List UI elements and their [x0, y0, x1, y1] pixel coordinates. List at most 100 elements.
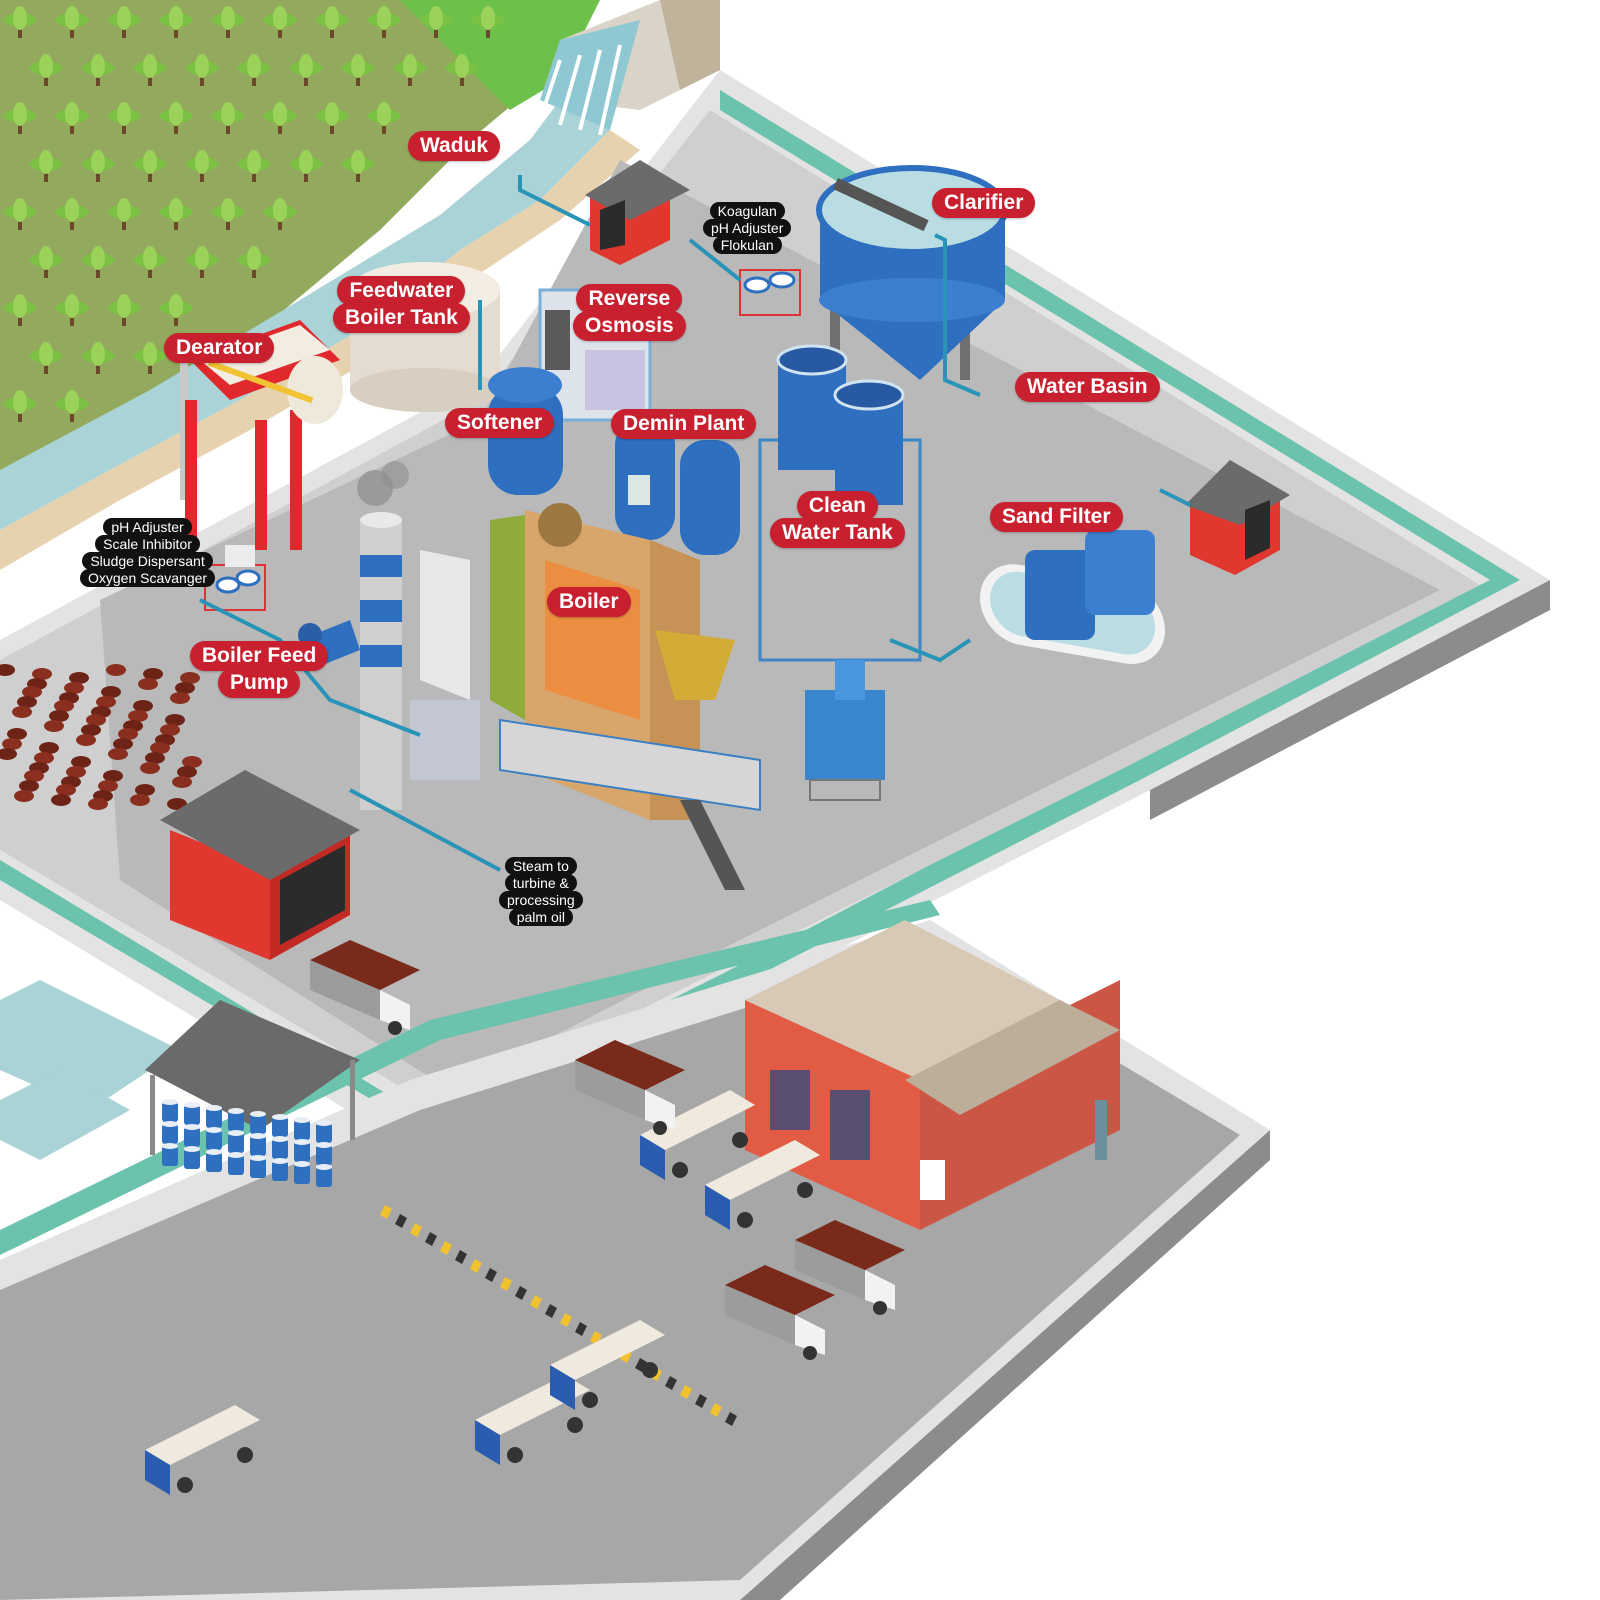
label-dearator: Dearator — [164, 333, 275, 363]
palm-tree-icon — [160, 198, 192, 230]
riverbank — [0, 130, 640, 570]
label-clean-water-tank: Clean Water Tank — [770, 491, 905, 548]
chemical-drum — [228, 1111, 244, 1131]
fruit-bunch — [130, 794, 150, 806]
fruit-bunch — [138, 678, 158, 690]
label-reverse-line2: Osmosis — [573, 311, 686, 341]
palm-tree-icon — [160, 294, 192, 326]
fruit-bunch — [51, 794, 71, 806]
demin-vessels — [615, 420, 740, 555]
boiler-unit — [410, 503, 761, 890]
fruit-bunch — [145, 752, 165, 764]
fruit-bunch — [172, 776, 192, 788]
dam — [538, 0, 720, 136]
chemical-drum — [250, 1136, 266, 1156]
fruit-bunch — [34, 752, 54, 764]
palm-tree-icon — [394, 54, 426, 86]
fruit-bunch — [101, 686, 121, 698]
fruit-bunch — [150, 742, 170, 754]
hazard-stripe-segment — [380, 1205, 392, 1219]
note-item: Koagulan — [709, 202, 785, 220]
hazard-stripe-segment — [410, 1223, 422, 1237]
tanker-truck — [640, 1090, 755, 1180]
hazard-stripe-segment — [440, 1241, 452, 1255]
fruit-bunch — [81, 724, 101, 736]
palm-tree-icon — [212, 102, 244, 134]
chemical-drum — [162, 1124, 178, 1144]
palm-trees — [4, 6, 504, 422]
palm-tree-icon — [186, 150, 218, 182]
palm-tree-icon — [134, 246, 166, 278]
vehicles — [145, 940, 905, 1495]
palm-tree-icon — [82, 150, 114, 182]
palm-tree-icon — [108, 294, 140, 326]
clarifier-tank — [816, 165, 1008, 380]
palm-tree-icon — [30, 150, 62, 182]
chimney-stack — [357, 461, 409, 810]
label-softener: Softener — [445, 408, 555, 438]
fruit-truck — [575, 1040, 685, 1135]
chemical-drum — [206, 1152, 222, 1172]
fruit-truck — [795, 1220, 905, 1315]
palm-tree-icon — [108, 102, 140, 134]
chemical-drum — [184, 1105, 200, 1125]
fruit-bunch — [113, 738, 133, 750]
palm-tree-icon — [368, 102, 400, 134]
palm-tree-icon — [56, 198, 88, 230]
fruit-bunch — [88, 798, 108, 810]
fruit-bunch — [180, 672, 200, 684]
palm-tree-icon — [4, 390, 36, 422]
note-boiler-chemicals: pH Adjuster Scale Inhibitor Sludge Dispe… — [80, 518, 216, 587]
tanker-truck — [550, 1320, 665, 1410]
chemical-drum — [272, 1161, 288, 1181]
teal-wall — [0, 90, 1520, 1140]
hazard-stripe-segment — [500, 1277, 512, 1291]
fruit-bunch — [69, 672, 89, 684]
site-base-side — [1150, 580, 1550, 820]
chemical-drum — [272, 1139, 288, 1159]
palm-tree-icon — [56, 102, 88, 134]
note-item: Scale Inhibitor — [95, 535, 200, 553]
hazard-stripe-segment — [695, 1394, 707, 1408]
fruit-bunch — [54, 700, 74, 712]
chemical-dosing-skid-clarifier — [739, 269, 801, 316]
reverse-osmosis-unit — [538, 288, 652, 422]
palm-tree-icon — [316, 102, 348, 134]
hazard-stripe-segment — [470, 1259, 482, 1273]
note-item: palm oil — [508, 908, 573, 926]
chemical-drum — [206, 1108, 222, 1128]
palm-tree-icon — [160, 102, 192, 134]
hazard-stripe-segment — [530, 1295, 542, 1309]
sand-filter-vessels — [1025, 530, 1155, 640]
palm-tree-icon — [134, 342, 166, 374]
fruit-bunch — [19, 780, 39, 792]
palm-tree-icon — [342, 54, 374, 86]
fruit-bunch — [0, 748, 17, 760]
hazard-stripe-segment — [485, 1268, 497, 1282]
label-feedwater-line2: Boiler Tank — [333, 303, 470, 333]
intake-shed-right — [1185, 460, 1290, 575]
fruit-bunch — [76, 734, 96, 746]
palm-tree-icon — [368, 6, 400, 38]
palm-tree-icon — [134, 150, 166, 182]
hazard-stripe-segment — [590, 1331, 602, 1345]
fruit-bunch — [175, 682, 195, 694]
palm-tree-icon — [446, 54, 478, 86]
palm-tree-icon — [82, 342, 114, 374]
palm-tree-icon — [82, 54, 114, 86]
dust-collector — [805, 660, 885, 801]
palm-tree-icon — [212, 198, 244, 230]
note-item: Flokulan — [712, 236, 782, 254]
fruit-bunch — [98, 780, 118, 792]
palm-tree-icon — [4, 6, 36, 38]
fruit-bunch — [103, 770, 123, 782]
fruit-bunch — [44, 720, 64, 732]
fruit-bunch — [39, 742, 59, 754]
palm-tree-icon — [420, 6, 452, 38]
palm-tree-icon — [56, 6, 88, 38]
palm-tree-icon — [30, 54, 62, 86]
hazard-stripe-segment — [575, 1322, 587, 1336]
label-demin-plant: Demin Plant — [611, 409, 757, 439]
palm-tree-icon — [160, 6, 192, 38]
